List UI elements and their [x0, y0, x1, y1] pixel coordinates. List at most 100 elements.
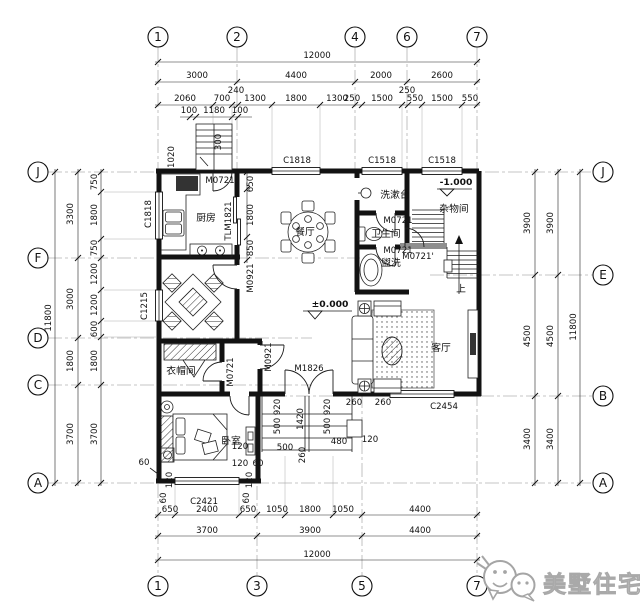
- sofa: [351, 315, 374, 385]
- window-c1818-top: [271, 167, 321, 175]
- dim-text: 4500: [523, 325, 533, 347]
- axis-right-E: E: [592, 264, 614, 286]
- dim-text: 260: [298, 447, 308, 463]
- dim-text: 12000: [303, 550, 330, 560]
- label-c1518-b: C1518: [428, 156, 456, 166]
- dim-text: 1800: [90, 204, 100, 226]
- dim-tick: [473, 556, 481, 564]
- kitchen-furniture: [161, 173, 233, 258]
- svg-text:2: 2: [233, 30, 241, 44]
- room-dining: 餐厅: [295, 225, 315, 238]
- dim-text: 2600: [431, 71, 453, 81]
- dim-text: 260: [375, 398, 391, 408]
- dim-text: 120: [232, 442, 248, 452]
- dim-tick: [235, 511, 243, 519]
- dimension-lines: [51, 58, 584, 564]
- dim-text: 2060: [174, 94, 196, 104]
- dim-tick: [554, 168, 562, 176]
- axis-right-J: J: [592, 161, 614, 183]
- svg-text:5: 5: [358, 579, 366, 593]
- dim-tick: [253, 532, 261, 540]
- svg-text:J: J: [600, 165, 605, 179]
- dim-tick: [97, 286, 105, 294]
- dim-text: 120: [362, 435, 378, 445]
- watermark-brand: 美墅住宅: [543, 571, 640, 598]
- dim-text: 4500: [546, 325, 556, 347]
- dim-text: 100: [181, 106, 197, 116]
- dim-tick: [243, 185, 251, 193]
- dim-tick: [97, 333, 105, 341]
- room-living: 客厅: [431, 341, 451, 354]
- opening-labels: M0721 TLM1821 C1818 C1518 C1518 C1818 C1…: [140, 156, 458, 507]
- armchair: [373, 378, 402, 394]
- dim-text: 3400: [546, 428, 556, 450]
- dim-tick: [351, 101, 359, 109]
- dim-tick: [554, 271, 562, 279]
- svg-text:F: F: [35, 251, 42, 265]
- dim-tick: [531, 168, 539, 176]
- label-c1818-top: C1818: [283, 156, 311, 166]
- dim-text: 250: [399, 86, 415, 96]
- dim-text: 700: [214, 94, 230, 104]
- dim-tick: [398, 101, 406, 109]
- tv: [470, 333, 476, 355]
- bathtub: [359, 253, 383, 287]
- label-m0721-wash2: M0721: [383, 246, 412, 256]
- dim-tick: [531, 271, 539, 279]
- svg-text:J: J: [35, 165, 40, 179]
- dim-tick: [74, 479, 82, 487]
- axis-right-A: A: [592, 472, 614, 494]
- level-ground: ±0.000: [312, 299, 349, 310]
- axis-left-F: F: [27, 247, 49, 269]
- stair-landing: [400, 243, 447, 249]
- axis-top-6: 6: [396, 26, 418, 48]
- armchair: [373, 300, 402, 317]
- dim-text: 2000: [370, 71, 392, 81]
- dim-text: 120: [245, 472, 255, 488]
- dim-text: 300: [214, 134, 224, 150]
- dim-tick: [228, 101, 236, 109]
- axis-left-A: A: [27, 472, 49, 494]
- dim-tick: [358, 532, 366, 540]
- label-c2454: C2454: [430, 402, 458, 412]
- label-m1826: M1826: [294, 364, 323, 374]
- dim-text: 500: [277, 443, 293, 453]
- door-m0721-storage: [404, 227, 425, 248]
- axis-bottom-1: 1: [147, 575, 169, 597]
- toilet: [365, 227, 383, 241]
- dim-tick: [234, 101, 242, 109]
- dim-text: 4400: [409, 505, 431, 515]
- axis-top-1: 1: [147, 26, 169, 48]
- dim-tick: [192, 113, 200, 121]
- dim-tick: [233, 78, 241, 86]
- dim-text: 1500: [371, 94, 393, 104]
- dim-text: 550: [462, 94, 478, 104]
- dim-text: 1420: [296, 408, 306, 430]
- dim-tick: [418, 101, 426, 109]
- dim-tick: [473, 58, 481, 66]
- dim-tick: [243, 233, 251, 241]
- room-kitchen: 厨房: [196, 211, 216, 224]
- dim-tick: [473, 101, 481, 109]
- room-bedroom: 卧室: [221, 434, 241, 447]
- dim-text: 120: [165, 472, 175, 488]
- dim-tick: [74, 254, 82, 262]
- svg-text:6: 6: [403, 30, 411, 44]
- dim-tick: [281, 511, 289, 519]
- dim-tick: [97, 235, 105, 243]
- dim-tick: [51, 168, 59, 176]
- dim-tick: [531, 392, 539, 400]
- dim-tick: [154, 511, 162, 519]
- window-c2421: [174, 477, 240, 485]
- dim-tick: [329, 511, 337, 519]
- door-m0721-kitchen: [212, 171, 233, 192]
- dim-text: 240: [228, 86, 244, 96]
- dim-text: 4400: [409, 526, 431, 536]
- room-lavatory: 盥洗: [381, 257, 401, 269]
- stairs-up-label: 上: [456, 283, 466, 295]
- dim-tick: [186, 113, 194, 121]
- dim-text: 1800: [66, 350, 76, 372]
- axis-left-C: C: [27, 374, 49, 396]
- game-table: [162, 273, 224, 331]
